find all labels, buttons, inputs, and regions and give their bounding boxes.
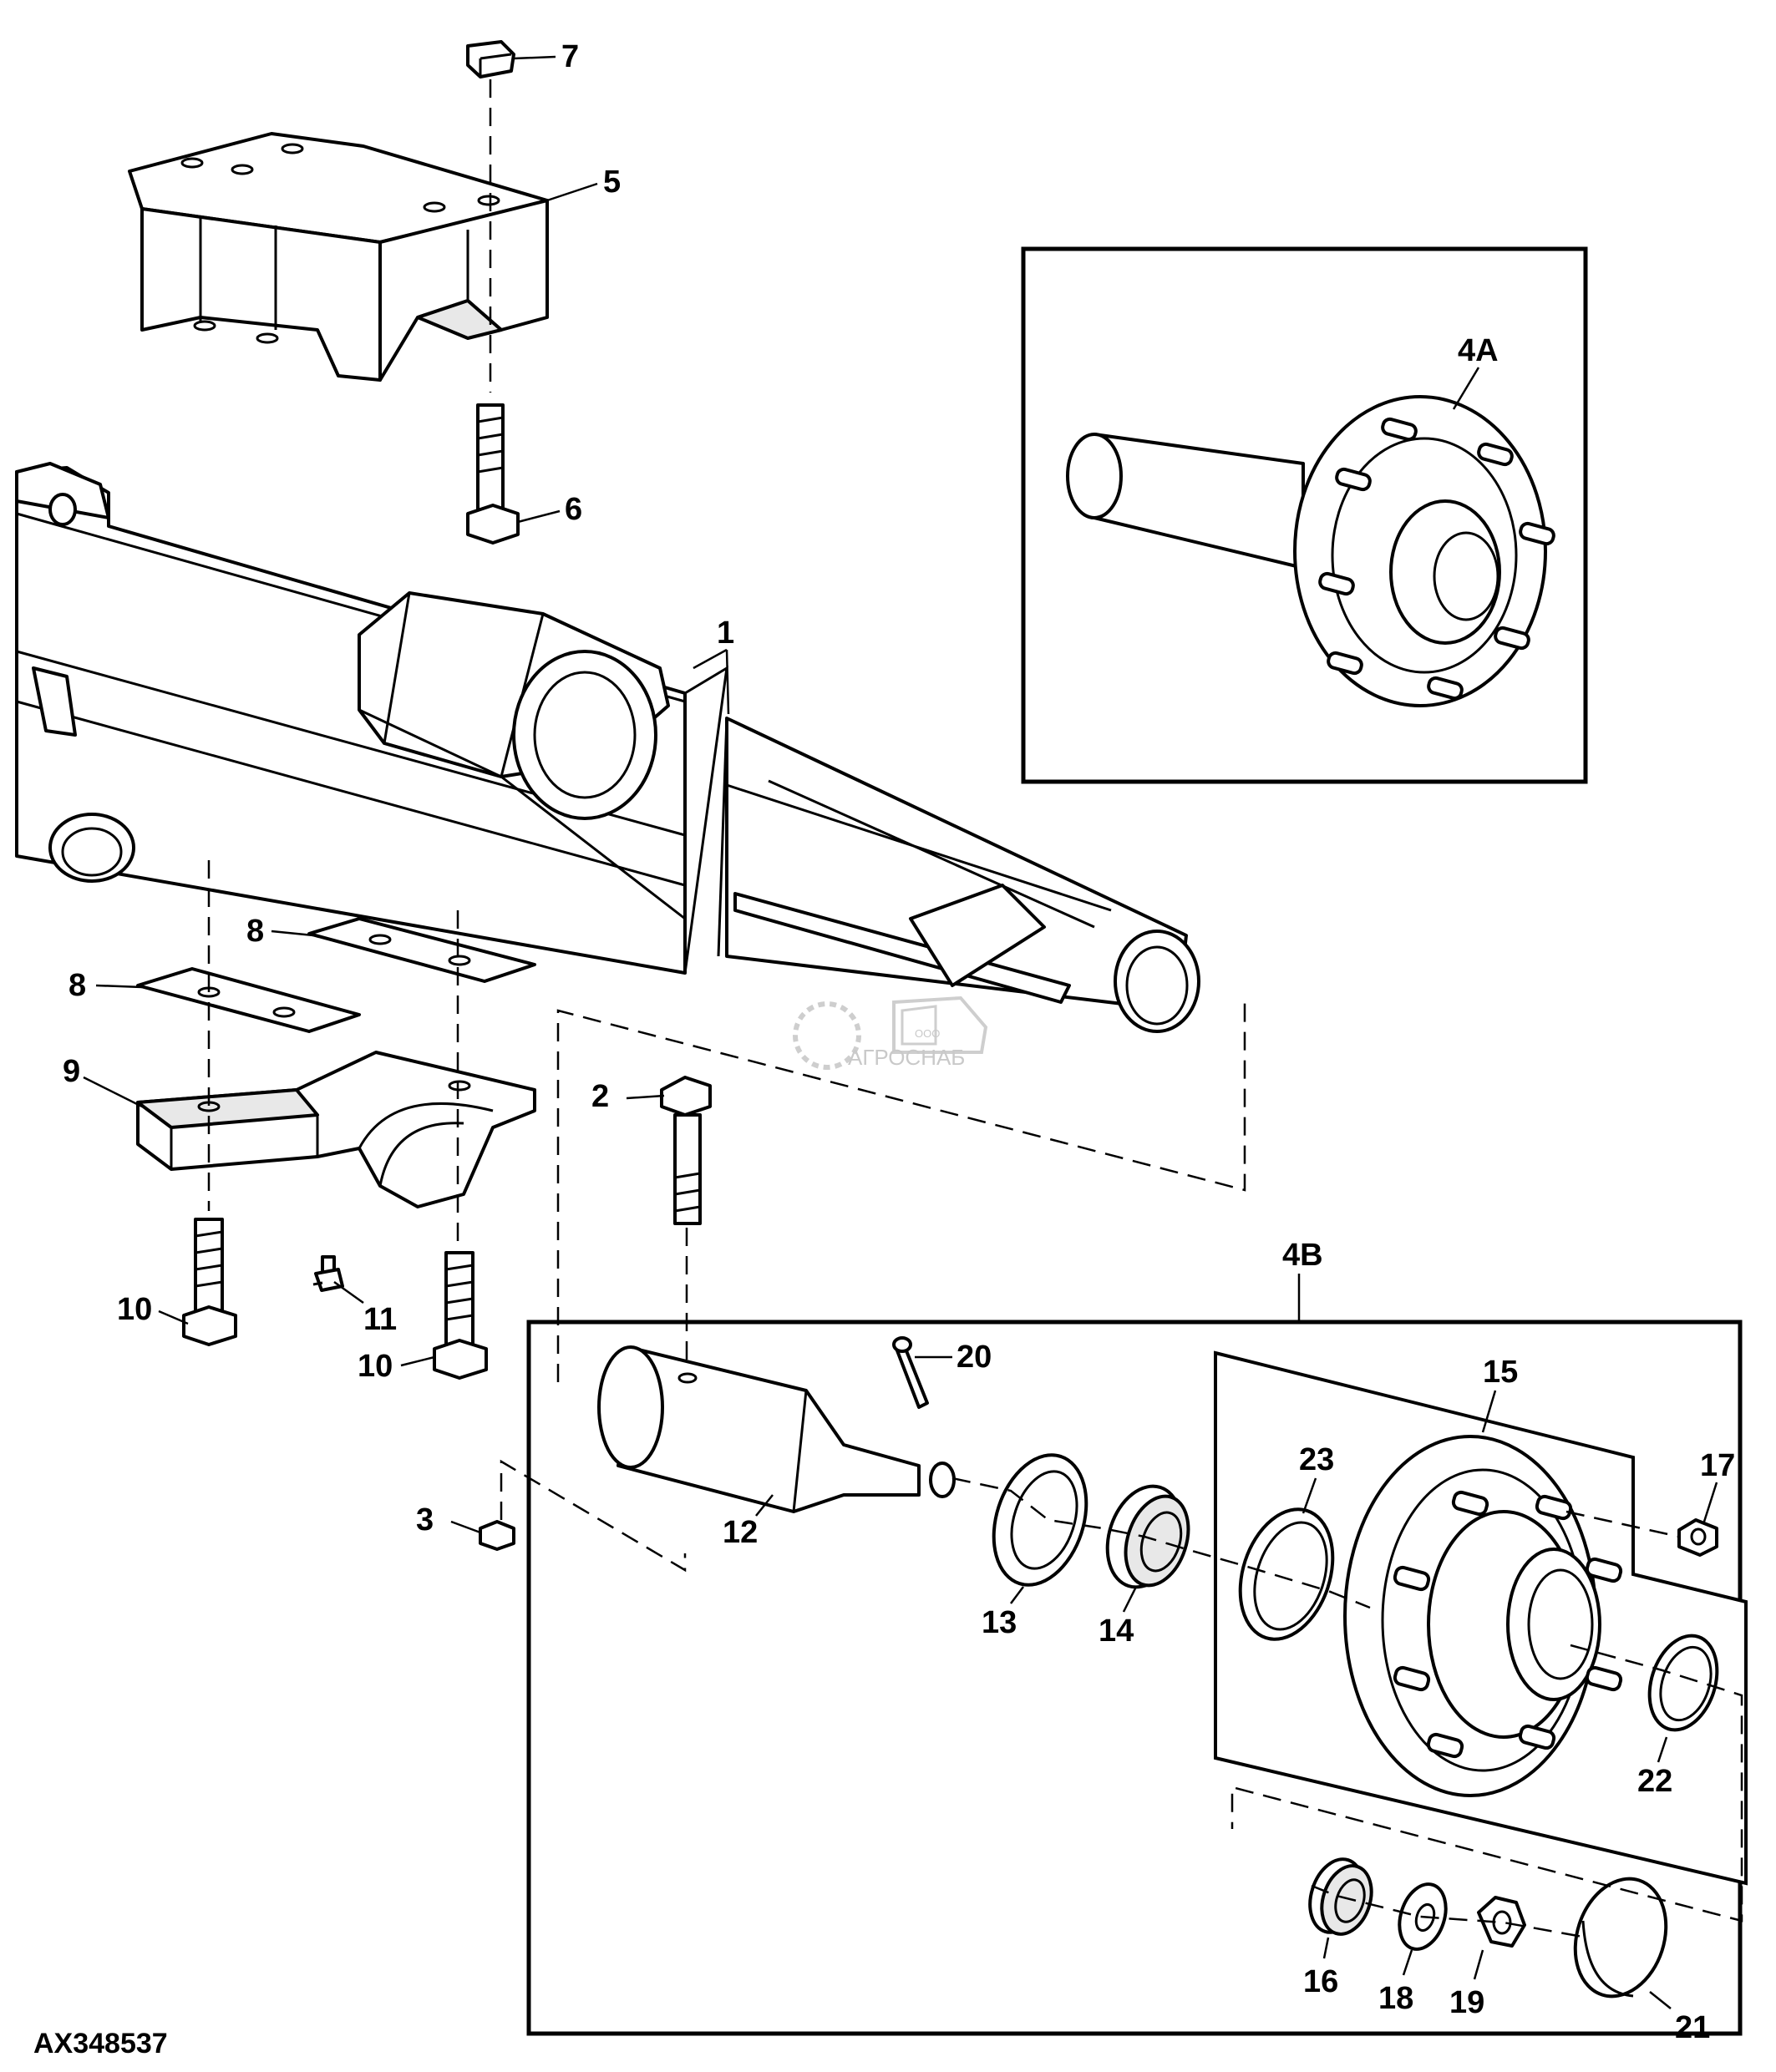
part-7-nut[interactable] <box>466 40 515 79</box>
leader-6 <box>517 509 561 524</box>
leader-12 <box>755 1494 774 1517</box>
leader-19 <box>1473 1949 1484 1980</box>
callout-18: 18 <box>1378 1981 1413 2016</box>
part-16-outer-bearing[interactable] <box>1302 1852 1380 1941</box>
leader-1a <box>693 648 728 670</box>
callout-6: 6 <box>565 492 582 527</box>
callout-15: 15 <box>1483 1355 1518 1390</box>
dash-17-line <box>1565 1510 1680 1538</box>
callout-2: 2 <box>591 1079 609 1114</box>
part-20-cotter-pin[interactable] <box>892 1336 929 1409</box>
leader-16 <box>1322 1937 1330 1959</box>
callout-17: 17 <box>1700 1448 1735 1483</box>
part-8-shim-upper[interactable] <box>307 917 536 983</box>
callout-4b: 4B <box>1282 1238 1323 1273</box>
leader-5 <box>546 182 598 202</box>
leader-11 <box>333 1280 364 1304</box>
part-22-outer-bearing-cup[interactable] <box>1638 1627 1728 1739</box>
dash-4b-outer-chain <box>1311 1884 1588 1939</box>
part-11-grease-fitting[interactable] <box>312 1255 344 1292</box>
leader-1b <box>725 649 730 715</box>
part-4a-spindle-hub-assembly[interactable] <box>1066 395 1555 707</box>
callout-14: 14 <box>1099 1614 1134 1649</box>
leader-22 <box>1657 1736 1668 1763</box>
leader-3 <box>450 1520 481 1534</box>
callout-7: 7 <box>561 39 579 74</box>
part-21-dust-cap[interactable] <box>1560 1867 1680 2008</box>
leader-17 <box>1702 1482 1718 1522</box>
leader-8b <box>95 984 143 989</box>
leader-10a <box>158 1310 189 1325</box>
leader-15 <box>1481 1390 1497 1433</box>
watermark-text: АГРОСНАБ <box>848 1045 965 1070</box>
dash-4b-center-upper <box>951 1477 1371 1609</box>
part-17-wheel-nut[interactable] <box>1677 1518 1718 1557</box>
dash-4b-center-lower <box>1231 1644 1743 1923</box>
part-9-axle-cap[interactable] <box>136 1051 536 1208</box>
callout-10-left: 10 <box>117 1292 152 1327</box>
watermark-logo <box>793 995 988 1070</box>
leader-2 <box>626 1094 665 1100</box>
callout-12: 12 <box>723 1515 758 1550</box>
callout-22: 22 <box>1637 1764 1672 1799</box>
leader-23 <box>1302 1477 1317 1514</box>
callout-4a: 4A <box>1458 333 1499 368</box>
part-3-nut[interactable] <box>479 1520 515 1551</box>
callout-10-right: 10 <box>358 1349 393 1384</box>
part-8-shim-lower[interactable] <box>136 967 361 1033</box>
callout-20: 20 <box>957 1340 992 1375</box>
callout-23: 23 <box>1299 1442 1334 1477</box>
callout-13: 13 <box>982 1605 1017 1640</box>
figure-id: AX348537 <box>33 2028 168 2059</box>
callout-5: 5 <box>603 165 621 200</box>
callout-19: 19 <box>1449 1985 1484 2020</box>
leader-8a <box>271 930 314 937</box>
part-13-seal[interactable] <box>978 1443 1102 1597</box>
leader-14 <box>1122 1586 1138 1613</box>
part-2-kingpin-bolt[interactable] <box>660 1076 712 1225</box>
part-19-castle-nut[interactable] <box>1477 1896 1526 1948</box>
callout-8-lower: 8 <box>69 968 86 1003</box>
callout-3: 3 <box>416 1502 434 1538</box>
dash-3-path <box>500 1459 687 1573</box>
part-5-mounting-bracket[interactable] <box>128 132 549 382</box>
callout-1: 1 <box>717 616 734 651</box>
leader-18 <box>1402 1949 1413 1976</box>
part-1-axle-beam[interactable] <box>15 462 1200 1033</box>
dash-bracket-upper <box>556 1002 1246 1382</box>
leader-13 <box>1010 1586 1024 1604</box>
callout-21: 21 <box>1675 2010 1710 2045</box>
leader-9 <box>83 1076 143 1108</box>
callout-9: 9 <box>63 1054 80 1089</box>
leader-21 <box>1649 1991 1672 2009</box>
callout-8-upper: 8 <box>246 914 264 949</box>
part-10-bolt-right[interactable] <box>433 1251 488 1380</box>
part-6-bolt[interactable] <box>466 403 520 545</box>
leader-7 <box>513 55 556 60</box>
part-23-bearing-cup[interactable] <box>1225 1497 1348 1651</box>
inset-4a-frame <box>1021 246 1588 784</box>
leader-4a <box>1452 367 1480 410</box>
part-10-bolt-left[interactable] <box>182 1218 237 1346</box>
part-12-spindle[interactable] <box>597 1345 956 1513</box>
callout-11: 11 <box>363 1302 397 1337</box>
part-15-hub[interactable] <box>1343 1435 1623 1797</box>
callout-16: 16 <box>1303 1964 1338 1999</box>
watermark-prefix: ООО <box>915 1027 940 1040</box>
leader-10b <box>400 1355 435 1367</box>
